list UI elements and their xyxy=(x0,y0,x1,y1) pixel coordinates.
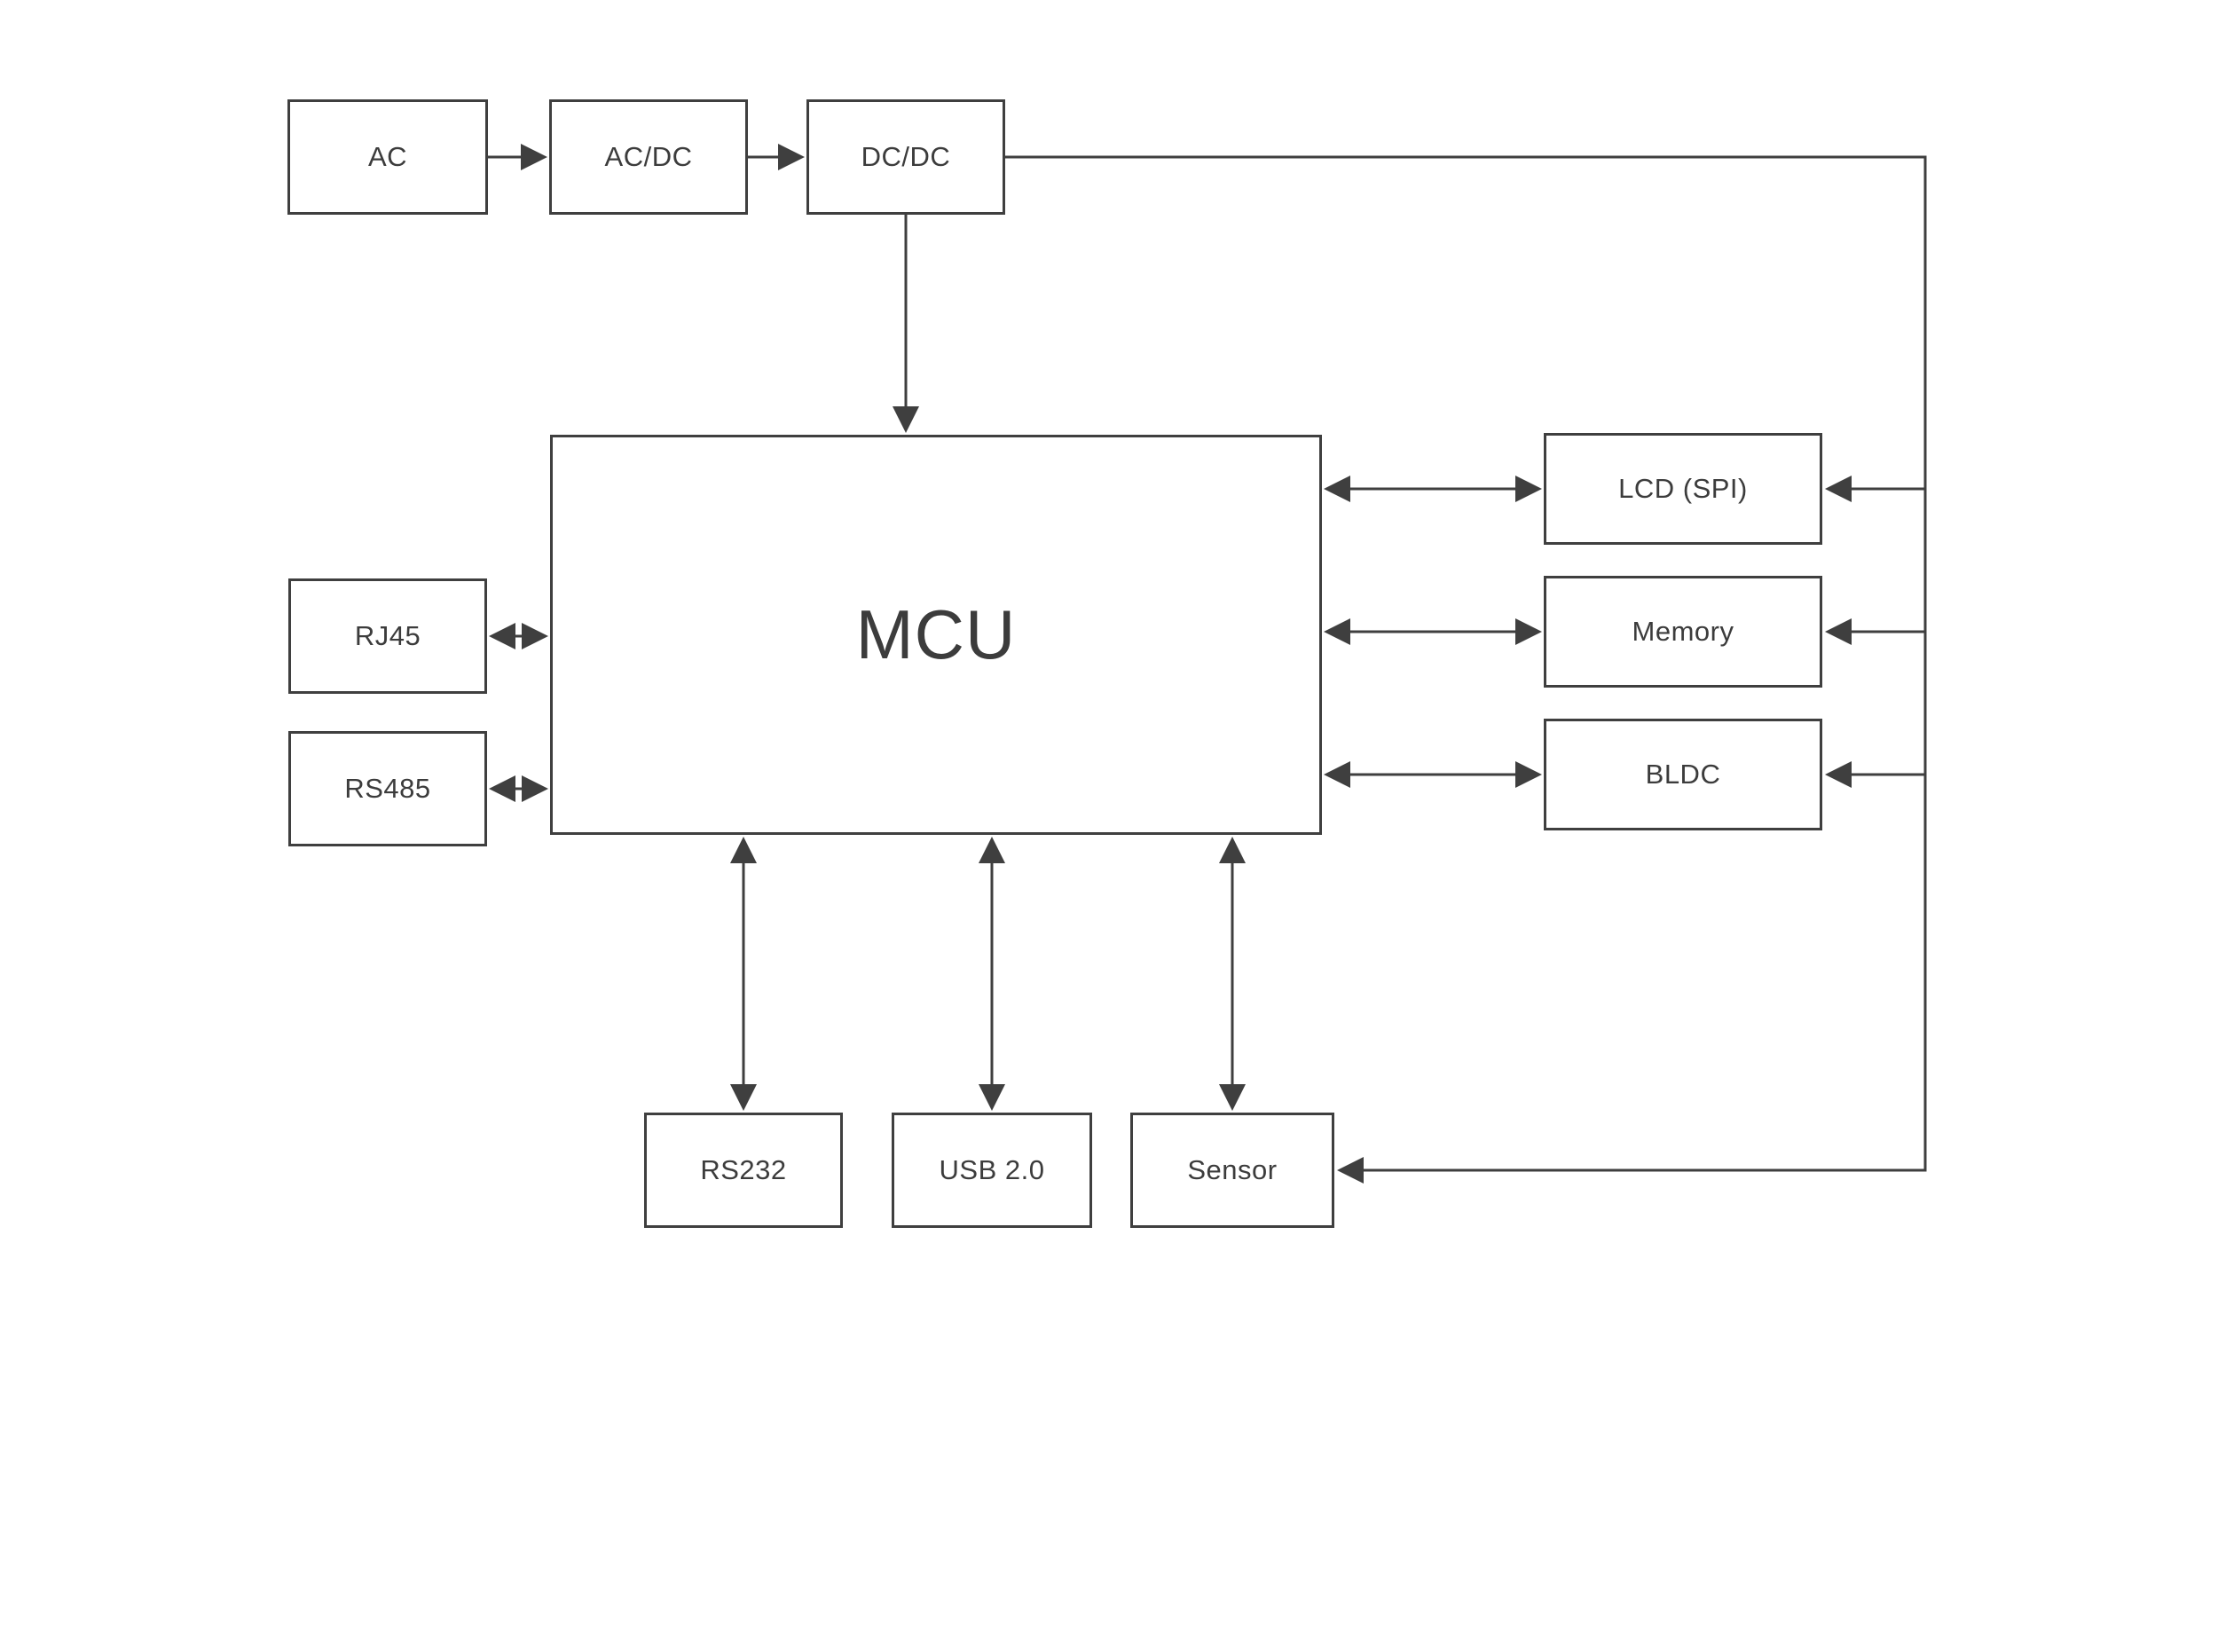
node-dc-dc-converter: DC/DC xyxy=(806,99,1005,215)
node-bldc: BLDC xyxy=(1544,719,1822,830)
node-ac-dc-converter: AC/DC xyxy=(549,99,748,215)
node-memory-label: Memory xyxy=(1632,616,1734,647)
node-lcd-spi: LCD (SPI) xyxy=(1544,433,1822,545)
node-mcu-label: MCU xyxy=(855,595,1017,673)
node-usb-2-0-label: USB 2.0 xyxy=(939,1154,1045,1185)
node-sensor-label: Sensor xyxy=(1187,1154,1278,1185)
node-ac: AC xyxy=(287,99,488,215)
node-lcd-spi-label: LCD (SPI) xyxy=(1618,473,1748,504)
node-dc-dc-converter-label: DC/DC xyxy=(861,141,951,172)
node-rj45-label: RJ45 xyxy=(354,620,421,651)
node-mcu: MCU xyxy=(550,435,1322,835)
node-rs485: RS485 xyxy=(288,731,487,846)
node-ac-label: AC xyxy=(367,141,408,172)
node-rs485-label: RS485 xyxy=(344,773,431,804)
node-rs232-label: RS232 xyxy=(700,1154,787,1185)
node-sensor: Sensor xyxy=(1130,1113,1334,1228)
connector-power-rail-to-sensor xyxy=(1005,155,1927,1184)
node-ac-dc-converter-label: AC/DC xyxy=(604,141,693,172)
node-rs232: RS232 xyxy=(644,1113,843,1228)
node-usb-2-0: USB 2.0 xyxy=(892,1113,1092,1228)
node-memory: Memory xyxy=(1544,576,1822,688)
node-bldc-label: BLDC xyxy=(1645,759,1721,790)
node-rj45: RJ45 xyxy=(288,578,487,694)
